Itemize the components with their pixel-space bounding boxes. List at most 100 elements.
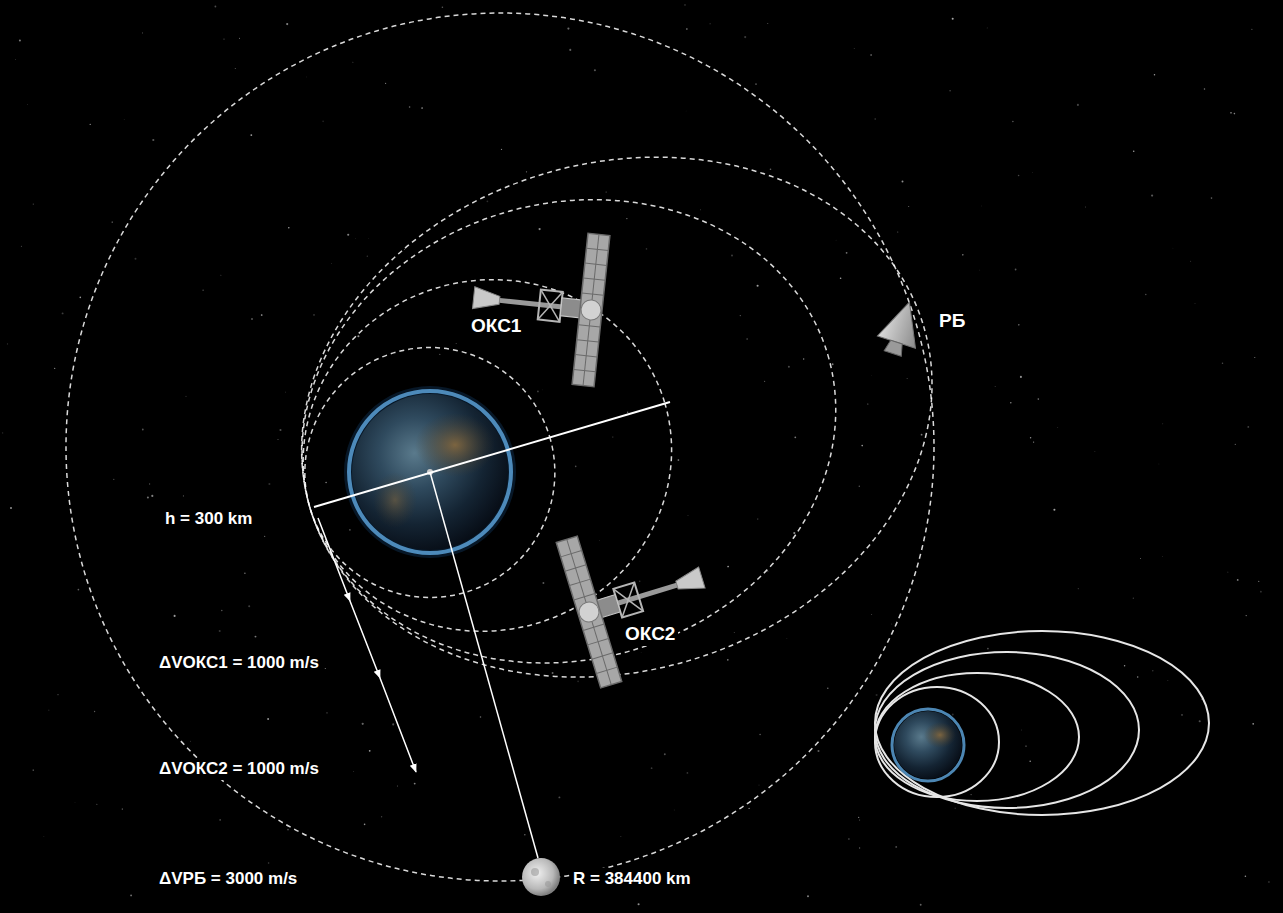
star-dot <box>1230 112 1232 114</box>
star-dot <box>264 536 265 537</box>
star-dot <box>1137 676 1138 677</box>
star-dot <box>626 218 627 219</box>
star-dot <box>1162 556 1164 558</box>
star-dot <box>832 363 834 365</box>
star-dot <box>639 581 641 583</box>
star-dot <box>1251 29 1252 30</box>
star-dot <box>558 796 560 798</box>
star-dot <box>638 903 640 905</box>
star-dot <box>827 687 829 689</box>
star-dot <box>1204 88 1205 89</box>
star-dot <box>480 716 481 717</box>
star-dot <box>542 389 544 391</box>
star-dot <box>687 772 689 774</box>
star-dot <box>456 343 457 344</box>
star-dot <box>1268 881 1270 883</box>
star-dot <box>727 659 729 661</box>
star-dot <box>612 436 614 438</box>
star-dot <box>183 495 184 496</box>
star-dot <box>135 258 137 260</box>
star-dot <box>788 366 790 368</box>
star-dot <box>1222 362 1223 363</box>
star-dot <box>859 847 860 848</box>
star-dot <box>952 18 954 20</box>
star-dot <box>1018 324 1020 326</box>
delta-v-label: ΔVОКС2 = 1000 m/s <box>156 758 322 780</box>
star-dot <box>43 836 45 838</box>
star-dot <box>404 249 405 250</box>
star-dot <box>174 615 176 617</box>
star-dot <box>733 632 735 634</box>
star-dot <box>57 694 59 696</box>
star-dot <box>646 248 648 250</box>
star-dot <box>981 205 983 207</box>
star-dot <box>786 638 788 640</box>
star-dot <box>537 390 539 392</box>
star-dot <box>1234 113 1236 115</box>
star-dot <box>848 838 850 840</box>
star-dot <box>867 403 868 404</box>
star-dot <box>1227 571 1229 573</box>
star-dot <box>740 315 741 316</box>
star-dot <box>1158 463 1160 465</box>
star-dot <box>1077 104 1079 106</box>
star-dot <box>487 200 489 202</box>
star-dot <box>871 614 873 616</box>
satellite-label: ОКС1 <box>468 314 524 338</box>
star-dot <box>442 7 444 9</box>
star-dot <box>1018 175 1020 177</box>
star-dot <box>817 750 819 752</box>
delta-v-label: ΔVОКС1 = 1000 m/s <box>156 652 322 674</box>
star-dot <box>767 571 769 573</box>
star-dot <box>1151 195 1153 197</box>
star-dot <box>1037 398 1039 400</box>
star-dot <box>19 40 21 42</box>
star-dot <box>605 191 607 193</box>
star-dot <box>902 181 904 183</box>
star-dot <box>357 335 359 337</box>
star-dot <box>971 794 972 795</box>
star-dot <box>122 808 123 809</box>
star-dot <box>250 134 252 136</box>
star-dot <box>874 118 876 120</box>
star-dot <box>185 396 186 397</box>
star-dot <box>700 209 702 211</box>
star-dot <box>347 234 349 236</box>
star-dot <box>1133 150 1135 152</box>
star-dot <box>33 203 34 204</box>
star-dot <box>664 753 666 755</box>
star-dot <box>244 572 245 573</box>
star-dot <box>362 723 364 725</box>
star-dot <box>1252 723 1254 725</box>
star-dot <box>501 149 502 150</box>
stage-label: РБ <box>936 309 968 333</box>
star-dot <box>352 61 354 63</box>
delta-v-label: ΔVРБ = 3000 m/s <box>156 868 300 890</box>
star-dot <box>598 539 600 541</box>
star-dot <box>364 823 366 825</box>
star-dot <box>920 904 922 906</box>
star-dot <box>149 483 150 484</box>
star-dot <box>220 274 222 276</box>
star-dot <box>130 894 132 896</box>
star-dot <box>1010 402 1012 404</box>
star-dot <box>895 846 897 848</box>
star-dot <box>906 378 908 380</box>
star-dot <box>325 482 327 484</box>
star-dot <box>369 750 371 752</box>
star-dot <box>575 466 577 468</box>
star-dot <box>1172 247 1174 249</box>
star-dot <box>15 59 17 61</box>
star-dot <box>203 290 204 291</box>
star-dot <box>331 262 333 264</box>
star-dot <box>1094 451 1095 452</box>
star-dot <box>142 429 144 431</box>
star-dot <box>409 106 411 108</box>
star-dot <box>759 734 761 736</box>
star-dot <box>349 529 351 531</box>
star-dot <box>439 354 440 355</box>
star-dot <box>876 694 878 696</box>
star-dot <box>355 238 357 240</box>
star-dot <box>221 610 222 611</box>
